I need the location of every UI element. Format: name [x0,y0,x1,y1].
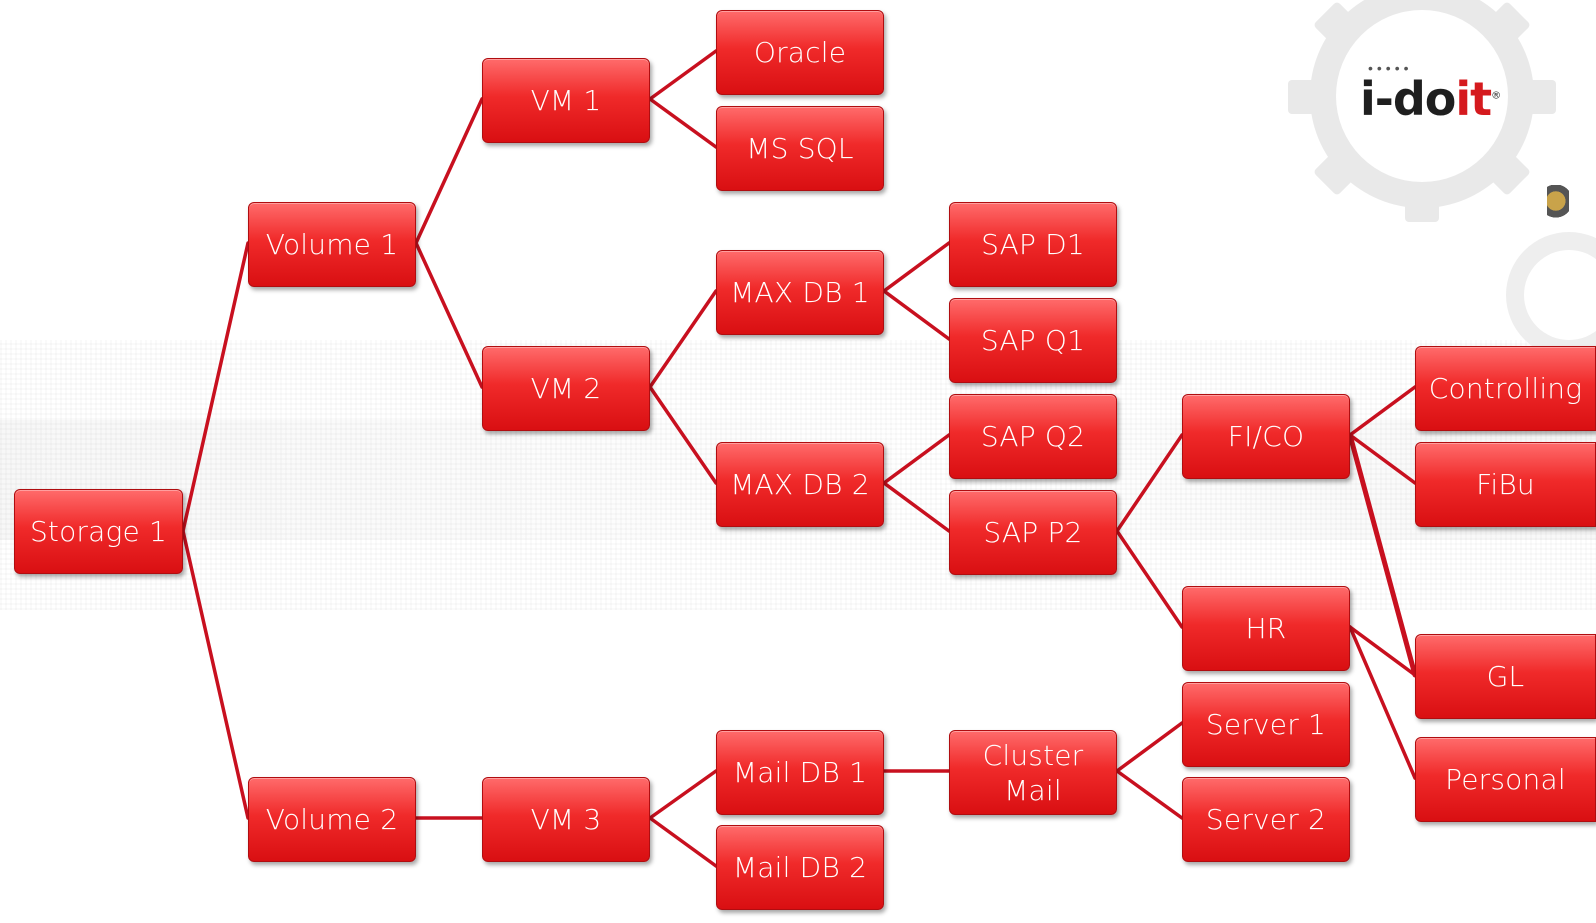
edge-storage1-volume2 [181,529,250,820]
node-server-2[interactable]: Server 2 [1182,777,1350,862]
small-gear-icon [1524,250,1596,340]
edge-fico-controlling [1348,385,1417,437]
edge-maxdb1-sapq1 [882,289,951,341]
node-server-1[interactable]: Server 1 [1182,682,1350,767]
gear-tooth [1482,147,1532,197]
logo-trademark: ® [1491,90,1501,102]
edge-vm3-maildb1 [648,769,718,820]
gear-icon [1336,10,1508,182]
node-vm-1[interactable]: VM 1 [482,58,650,143]
gear-tooth [1312,147,1362,197]
logo-dots: ••••• [1368,60,1413,76]
node-vm-3[interactable]: VM 3 [482,777,650,862]
edge-hr-gl [1348,625,1417,677]
logo-suffix: it [1455,72,1492,126]
node-cluster-mail[interactable]: Cluster Mail [949,730,1117,815]
node-gl[interactable]: GL [1415,634,1596,719]
node-sap-p2[interactable]: SAP P2 [949,490,1117,575]
edge-clustermail-server1 [1115,721,1184,773]
edge-fico-gl [1347,432,1418,678]
node-mail-db-1[interactable]: Mail DB 1 [716,730,884,815]
logo-prefix: i-do [1360,72,1456,126]
gear-tooth [1405,0,1439,12]
gear-tooth [1405,188,1439,222]
node-volume-1[interactable]: Volume 1 [248,202,416,287]
edge-sapp2-hr [1115,529,1184,629]
edge-hr-personal [1348,625,1417,780]
edge-vm1-mssql [648,97,718,149]
edge-vm3-maildb2 [648,816,718,868]
node-fibu[interactable]: FiBu [1415,442,1596,527]
edge-maxdb2-sapp2 [882,481,951,533]
edge-fico-fibu [1348,433,1417,485]
node-personal[interactable]: Personal [1415,737,1596,822]
edge-maxdb2-sapq2 [882,433,951,485]
edge-volume1-vm1 [414,97,484,245]
idoit-logo: ••••• i-doit® [1288,0,1596,340]
node-ms-sql[interactable]: MS SQL [716,106,884,191]
node-storage-1[interactable]: Storage 1 [14,489,183,574]
node-hr[interactable]: HR [1182,586,1350,671]
edge-vm2-maxdb2 [648,385,718,485]
edge-sapp2-fico [1115,433,1184,533]
node-volume-2[interactable]: Volume 2 [248,777,416,862]
edge-clustermail-server2 [1115,769,1184,820]
node-controlling[interactable]: Controlling [1415,346,1596,431]
node-sap-q2[interactable]: SAP Q2 [949,394,1117,479]
edge-volume1-vm2 [414,241,484,389]
cropped-emblem-icon [1547,185,1569,225]
node-fi-co[interactable]: FI/CO [1182,394,1350,479]
node-max-db-1[interactable]: MAX DB 1 [716,250,884,335]
node-mail-db-2[interactable]: Mail DB 2 [716,825,884,910]
node-sap-d1[interactable]: SAP D1 [949,202,1117,287]
gear-tooth [1482,0,1532,50]
edge-vm2-maxdb1 [648,289,718,389]
node-vm-2[interactable]: VM 2 [482,346,650,431]
edge-storage1-volume1 [181,241,250,533]
gear-tooth [1288,80,1322,114]
edge-vm1-oracle [648,49,718,101]
node-max-db-2[interactable]: MAX DB 2 [716,442,884,527]
node-oracle[interactable]: Oracle [716,10,884,95]
node-sap-q1[interactable]: SAP Q1 [949,298,1117,383]
logo-wordmark: i-doit® [1360,72,1501,126]
gear-tooth [1522,80,1556,114]
edge-maxdb1-sapd1 [882,241,951,293]
